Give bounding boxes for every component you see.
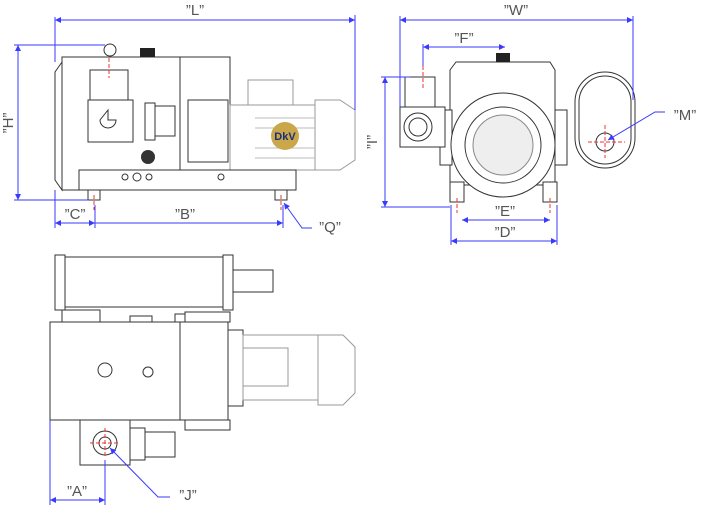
top-view: ”A” ”J” (49, 254, 356, 505)
dimension-f-label: ”F” (454, 30, 473, 47)
dimension-d-label: ”D” (495, 224, 516, 241)
dimension-h-label: ”H” (0, 113, 17, 134)
dimension-e-label: ”E” (495, 203, 515, 220)
dimension-w-label: ”W” (504, 2, 528, 19)
dimension-l-label: ”L” (186, 2, 204, 19)
side-view: DkV ”L” ”H” ”C” ”B” ”Q” (0, 2, 356, 236)
dimension-c-label: ”C” (65, 206, 86, 223)
dimension-i-label: ”I” (364, 135, 381, 149)
brand-logo: DkV (274, 131, 296, 143)
dimension-m-label: ”M” (674, 107, 697, 124)
motor: DkV (229, 79, 356, 171)
dimension-j-label: ”J” (179, 487, 197, 504)
dimension-a-label: ”A” (67, 483, 87, 500)
dimension-b-label: ”B” (175, 206, 195, 223)
front-view: ”W” ”F” ”I” ”M” ”E” ”D” (364, 2, 696, 245)
dimension-q-label: ”Q” (319, 219, 341, 236)
